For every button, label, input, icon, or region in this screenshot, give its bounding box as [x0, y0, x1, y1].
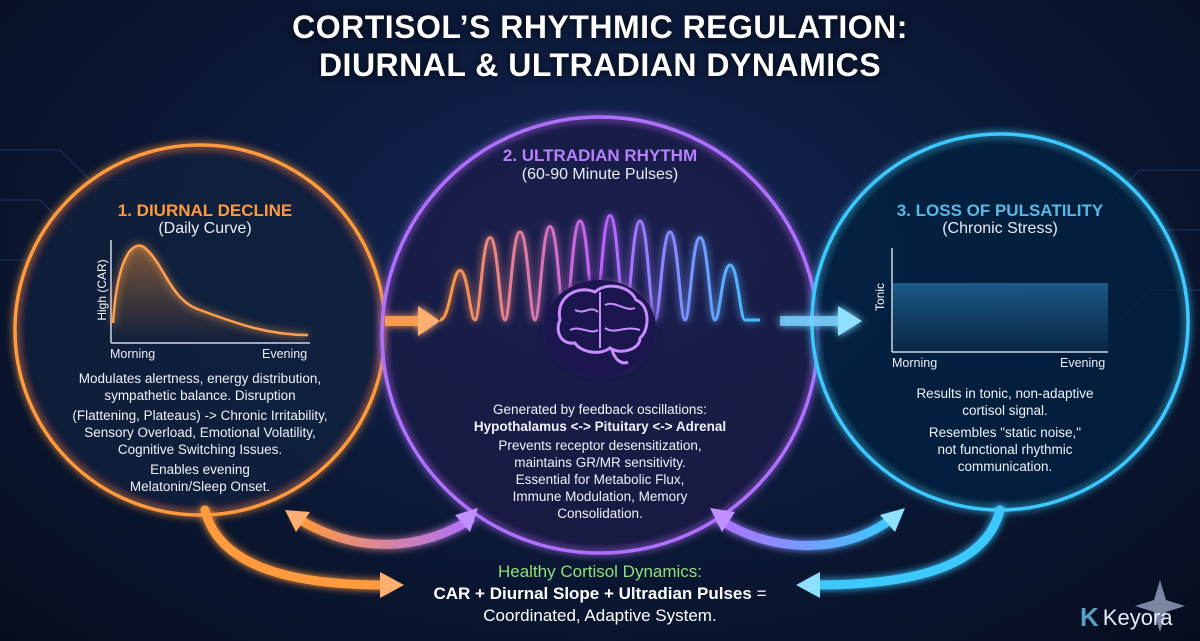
summary-equals: =: [751, 584, 767, 603]
tonic-chart: [891, 248, 1108, 353]
title-line-2: DIURNAL & ULTRADIAN DYNAMICS: [318, 47, 882, 83]
title-line-1: CORTISOL’S RHYTHMIC REGULATION:: [292, 9, 908, 45]
summary-result: Coordinated, Adaptive System.: [483, 606, 717, 625]
page-title: CORTISOL’S RHYTHMIC REGULATION: DIURNAL …: [0, 8, 1200, 84]
diurnal-chart: [110, 240, 310, 344]
ultradian-heading: 2. ULTRADIAN RHYTHM: [502, 146, 698, 165]
diurnal-heading: 1. DIURNAL DECLINE: [117, 201, 293, 220]
pulsatility-heading: 3. LOSS OF PULSATILITY: [896, 201, 1104, 220]
brain-icon: [544, 280, 656, 376]
diurnal-curve: [111, 244, 309, 337]
summary: Healthy Cortisol Dynamics: CAR + Diurnal…: [380, 561, 820, 627]
pulsatility-x-end: Evening: [1060, 356, 1106, 370]
summary-formula: CAR + Diurnal Slope + Ultradian Pulses: [433, 584, 752, 603]
keyora-logo: K Keyora: [1080, 602, 1173, 633]
diurnal-x-start: Morning: [110, 347, 156, 361]
logo-k-icon: K: [1080, 602, 1099, 632]
diurnal-subheading: (Daily Curve): [158, 220, 252, 237]
arrow-heads: [285, 508, 905, 598]
diurnal-x-end: Evening: [262, 347, 308, 361]
logo-text: Keyora: [1102, 604, 1173, 630]
arrow-icon: [385, 306, 862, 336]
summary-heading: Healthy Cortisol Dynamics:: [497, 562, 703, 581]
pulsatility-x-start: Morning: [892, 356, 938, 370]
ultradian-description: Generated by feedback oscillations: Hypo…: [473, 402, 727, 521]
pulsatility-y-label: Tonic: [873, 283, 887, 312]
sparkle-icon: [1135, 580, 1185, 632]
ultradian-subheading: (60-90 Minute Pulses): [521, 166, 679, 183]
diurnal-y-label: High (CAR): [95, 259, 109, 321]
feedback-arrows: [200, 505, 1005, 590]
diurnal-description: Modulates alertness, energy distribution…: [72, 371, 328, 494]
pulsatility-subheading: (Chronic Stress): [942, 220, 1058, 237]
